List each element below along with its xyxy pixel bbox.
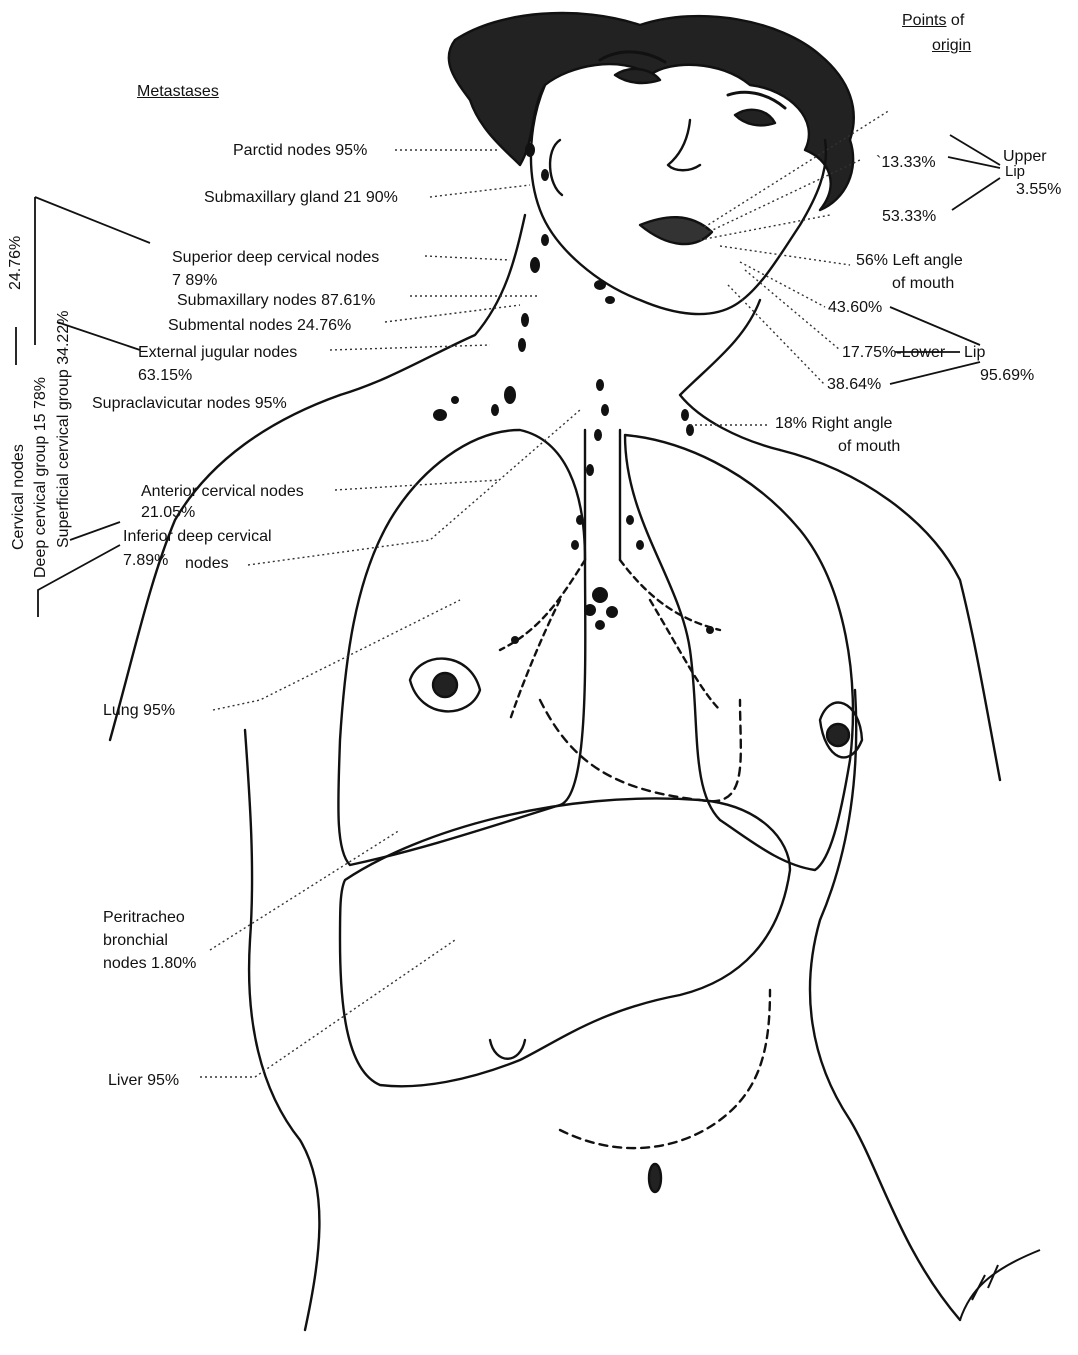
right-angle-label-2: of mouth xyxy=(838,437,900,456)
trachea xyxy=(585,430,620,560)
stomach-outline xyxy=(560,990,770,1148)
submental-nodes-label: Submental nodes 24.76% xyxy=(168,316,351,335)
left-lung xyxy=(625,435,853,870)
face-outline xyxy=(531,85,826,314)
lung-label: Lung 95% xyxy=(103,701,175,720)
points-word: Points xyxy=(902,12,946,29)
neck-right xyxy=(680,300,780,450)
pct-53-33: 53.33% xyxy=(882,207,936,226)
right-brow xyxy=(728,92,785,108)
left-torso xyxy=(245,730,319,1330)
pct-13-33: `13.33% xyxy=(876,153,936,172)
artist-signature xyxy=(960,1250,1040,1320)
anterior-cervical-label: Anterior cervical nodes xyxy=(141,482,304,501)
pct-95-69: 95.69% xyxy=(980,366,1034,385)
peritracheo-label-line2: bronchial xyxy=(103,931,168,950)
superior-deep-cervical-pct: 7 89% xyxy=(172,271,217,290)
upper-lip-label: Lip xyxy=(1005,164,1025,180)
heart-outline xyxy=(540,700,741,801)
pct-43-60: 43.60% xyxy=(828,298,882,317)
submaxillary-gland-label: Submaxillary gland 21 90% xyxy=(204,188,398,207)
pct-3-55: 3.55% xyxy=(1016,180,1061,199)
submaxillary-nodes-label: Submaxillary nodes 87.61% xyxy=(177,291,375,310)
hair xyxy=(449,13,854,210)
inferior-deep-cervical-nodes-word: nodes xyxy=(185,554,229,573)
navel xyxy=(649,1164,661,1192)
liver xyxy=(340,798,790,1086)
lower-label: 17.75%-Lower xyxy=(842,343,945,362)
supraclavicular-label: Supraclavicutar nodes 95% xyxy=(92,394,287,413)
right-shoulder xyxy=(780,450,1000,780)
external-jugular-pct: 63.15% xyxy=(138,366,192,385)
inferior-deep-cervical-pct: 7.89% xyxy=(123,551,168,570)
left-angle-label-2: of mouth xyxy=(892,274,954,293)
pct-38-64: 38.64% xyxy=(827,375,881,394)
ear xyxy=(550,140,562,195)
right-eye xyxy=(735,110,775,126)
inferior-deep-cervical-label: Inferior deep cervical xyxy=(123,527,272,546)
right-torso xyxy=(810,690,960,1320)
liver-label: Liver 95% xyxy=(108,1071,179,1090)
vertical-deep-cervical-group: Deep cervical group 15 78% xyxy=(31,377,50,578)
vertical-cervical-nodes: Cervical nodes xyxy=(9,444,28,550)
left-nipple xyxy=(827,724,849,746)
left-angle-label-1: 56% Left angle xyxy=(856,251,963,270)
of-word: of xyxy=(951,12,964,29)
right-lung xyxy=(338,430,585,865)
gallbladder xyxy=(490,1040,525,1059)
vertical-superficial-cervical-group: Superficial cervical group 34.22% xyxy=(54,311,73,548)
points-of-origin-heading: Points of xyxy=(902,11,964,30)
right-nipple xyxy=(433,673,457,697)
nose xyxy=(668,120,700,170)
metastases-heading: Metastases xyxy=(137,82,219,101)
superior-deep-cervical-label: Superior deep cervical nodes xyxy=(172,248,379,267)
anterior-cervical-pct: 21.05% xyxy=(141,503,195,522)
peritracheo-label-line1: Peritracheo xyxy=(103,908,185,927)
vertical-24-76-pct: 24.76% xyxy=(6,236,25,290)
origin-word: origin xyxy=(932,36,971,55)
external-jugular-label: External jugular nodes xyxy=(138,343,297,362)
peritracheo-label-line3: nodes 1.80% xyxy=(103,954,196,973)
lip-label: Lip xyxy=(964,343,985,362)
right-angle-label-1: 18% Right angle xyxy=(775,414,892,433)
parotid-label: Parctid nodes 95% xyxy=(233,141,367,160)
